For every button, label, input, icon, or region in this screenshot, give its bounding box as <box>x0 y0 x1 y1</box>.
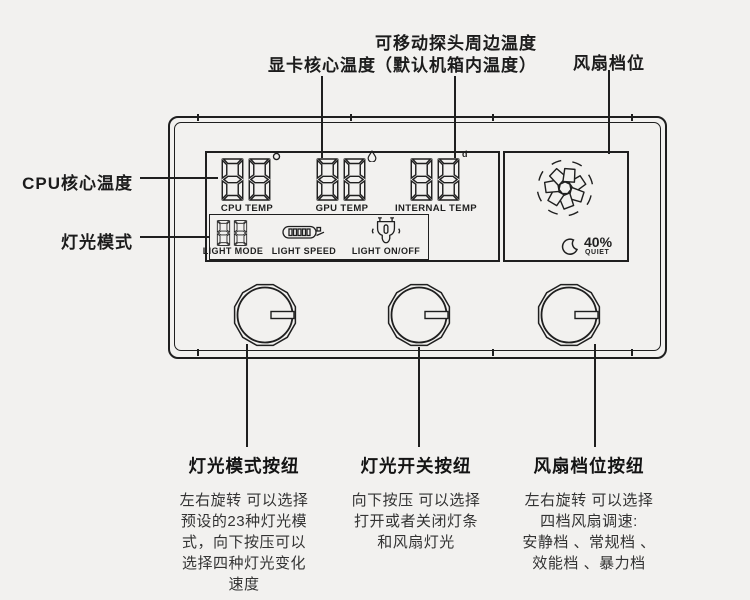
seven-segment-digit <box>248 158 271 201</box>
bezel-tick <box>631 349 633 356</box>
seven-segment-digit <box>437 158 460 201</box>
callout-cpu-core-temp: CPU核心温度 <box>22 174 133 193</box>
light-mode-label: LIGHT MODE <box>202 246 264 256</box>
callout-fan-gear: 风扇档位 <box>573 54 645 73</box>
fan-gear-box <box>503 151 629 262</box>
desc-line: 式，向下按压可以 <box>181 534 306 551</box>
button1-title: 灯光模式按纽 <box>188 456 300 476</box>
desc-line: 向下按压 可以选择 <box>351 492 481 509</box>
bezel-tick <box>492 114 494 121</box>
seven-segment-digit <box>343 158 366 201</box>
leader-line-cpu <box>140 177 218 179</box>
desc-line: 左右旋转 可以选择 <box>524 492 654 509</box>
button3-title: 风扇档位按纽 <box>533 456 645 476</box>
knob-light-switch <box>384 280 454 350</box>
cpu-temp-label: CPU TEMP <box>220 203 274 214</box>
desc-line: 速度 <box>228 576 260 593</box>
bezel-tick <box>631 114 633 121</box>
internal-unit-icon: d <box>462 149 468 159</box>
fan-wheel-icon <box>531 154 599 222</box>
droplet-icon <box>367 150 377 162</box>
leader-line-knob1 <box>246 344 248 447</box>
seven-segment-digit <box>410 158 433 201</box>
desc-line: 预设的23种灯光模 <box>180 513 308 530</box>
desc-line: 选择四种灯光变化 <box>181 555 306 572</box>
leader-line-fan <box>608 70 610 154</box>
leader-line-knob3 <box>594 344 596 447</box>
button1-description: 左右旋转 可以选择 预设的23种灯光模 式，向下按压可以 选择四种灯光变化 速度 <box>160 490 328 595</box>
leader-line-light-mode <box>140 236 210 238</box>
button2-description: 向下按压 可以选择 打开或者关闭灯条 和风扇灯光 <box>332 490 500 553</box>
callout-gpu-core-temp: 显卡核心温度 <box>268 56 376 75</box>
seven-segment-digit <box>221 158 244 201</box>
knob-light-mode <box>230 280 300 350</box>
seven-segment-digit <box>316 158 339 201</box>
light-speed-label: LIGHT SPEED <box>271 246 337 256</box>
desc-line: 打开或者关闭灯条 <box>353 513 478 530</box>
desc-line: 和风扇灯光 <box>377 534 455 551</box>
light-speed-icon <box>282 223 326 241</box>
lcd-display-area <box>205 151 500 262</box>
moon-icon <box>561 238 579 256</box>
button2-title: 灯光开关按纽 <box>360 456 472 476</box>
desc-line: 左右旋转 可以选择 <box>179 492 309 509</box>
callout-light-mode: 灯光模式 <box>61 233 133 252</box>
button3-description: 左右旋转 可以选择 四档风扇调速: 安静档 、常规档 、 效能档 、暴力档 <box>505 490 673 574</box>
callout-probe-temp-line2: （默认机箱内温度） <box>375 56 537 75</box>
desc-line: 四档风扇调速: <box>540 513 638 530</box>
fan-percent-value: 40% <box>584 234 613 250</box>
callout-probe-temp-line1: 可移动探头周边温度 <box>375 34 537 53</box>
controller-panel <box>168 116 667 359</box>
fan-mode-label: QUIET <box>585 249 610 256</box>
desc-line: 效能档 、暴力档 <box>532 555 646 572</box>
seven-segment-digit-small <box>216 220 231 246</box>
bezel-tick <box>492 349 494 356</box>
desc-line: 安静档 、常规档 、 <box>522 534 656 551</box>
bezel-tick <box>350 114 352 121</box>
internal-temp-label: INTERNAL TEMP <box>394 203 478 214</box>
leader-line-knob2 <box>418 347 420 447</box>
gpu-temp-label: GPU TEMP <box>315 203 369 214</box>
bezel-tick <box>197 114 199 121</box>
bezel-tick <box>197 349 199 356</box>
light-bulb-icon <box>368 216 404 246</box>
knob-fan-gear <box>534 280 604 350</box>
seven-segment-digit-small <box>233 220 248 246</box>
panel-bezel <box>174 122 661 351</box>
light-onoff-label: LIGHT ON/OFF <box>351 246 421 256</box>
degree-icon <box>272 152 281 161</box>
light-settings-box <box>209 214 429 260</box>
